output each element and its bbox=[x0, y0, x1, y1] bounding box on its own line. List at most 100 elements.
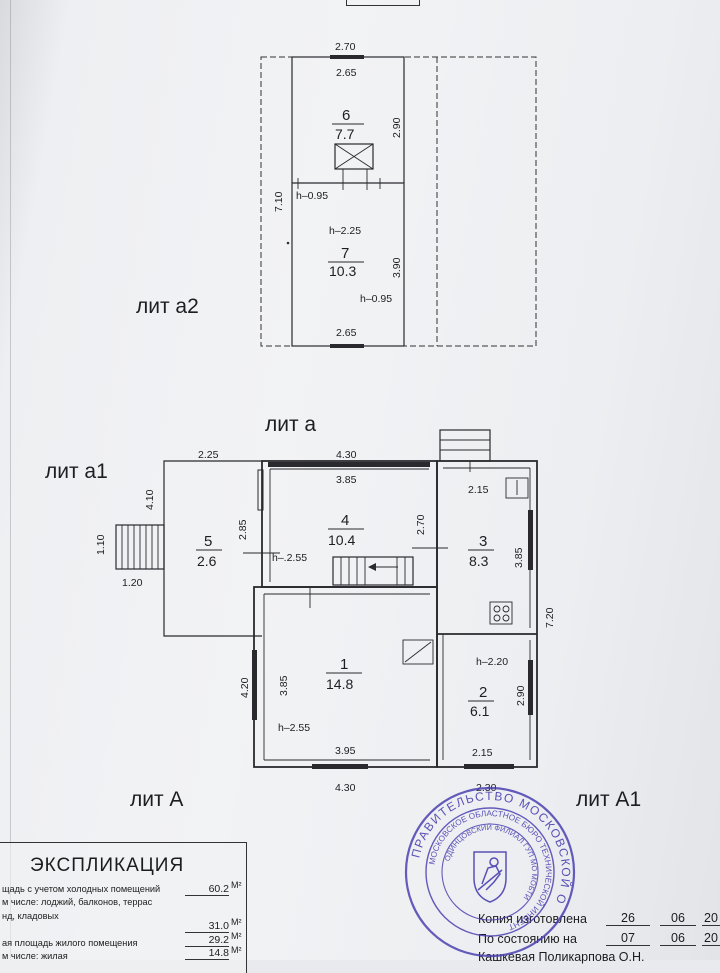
dim-room3-top: 2.15 bbox=[468, 484, 489, 496]
room-5-number: 5 bbox=[204, 533, 212, 550]
porch-steps bbox=[121, 525, 159, 569]
explication-row-5-value: 14.8 bbox=[185, 948, 229, 960]
explication-row-1-unit: М² bbox=[231, 880, 242, 890]
dim-room3-h: 3.85 bbox=[513, 547, 525, 568]
main-building: 2.25 4.10 1.10 1.20 4.30 3.85 2.85 2.70 … bbox=[95, 429, 556, 794]
dim-A-bottom: 4.30 bbox=[335, 782, 356, 794]
copy-made-day: 26 bbox=[606, 912, 650, 926]
room-2-number: 2 bbox=[479, 684, 487, 701]
label-lit-A1: лит А1 bbox=[576, 788, 641, 811]
stair-arrowhead bbox=[368, 563, 376, 571]
hatch-diag-2 bbox=[334, 143, 374, 170]
explication-title: ЭКСПЛИКАЦИЯ bbox=[30, 855, 185, 876]
room-2-area: 6.1 bbox=[470, 703, 490, 719]
dim-room2-h: 2.90 bbox=[515, 685, 527, 706]
page-edge bbox=[10, 0, 11, 960]
dim-a-top-inner: 3.85 bbox=[336, 474, 357, 486]
label-lit-a1: лит а1 bbox=[45, 460, 108, 483]
room-2-window bbox=[528, 660, 533, 715]
stove-burner-1 bbox=[493, 605, 501, 613]
dim-right-total: 7.20 bbox=[544, 607, 556, 628]
dim-a2-bottom-inner: 2.65 bbox=[336, 327, 357, 339]
stove-burner-4 bbox=[502, 614, 510, 622]
stamp-core-text: ОДИНЦОВСКИЙ ФИЛИАЛ ГУП МО МОБТИ bbox=[443, 823, 540, 902]
dim-room1-bottom: 3.95 bbox=[335, 745, 356, 757]
top-frame-tab bbox=[346, 0, 420, 6]
copy-made-month: 06 bbox=[660, 912, 696, 926]
dim-room1-h: 3.85 bbox=[278, 675, 290, 696]
a2-window-top bbox=[330, 55, 364, 59]
official-stamp: ПРАВИТЕЛЬСТВО МОСКОВСКОЙ О МОСКОВСКОЕ ОБ… bbox=[404, 786, 576, 958]
dim-porch-left: 1.10 bbox=[95, 534, 107, 555]
dim-a1-top: 2.25 bbox=[198, 449, 219, 461]
label-lit-a2: лит а2 bbox=[136, 295, 199, 318]
explication-row-3-label: нд, кладовых bbox=[2, 911, 59, 921]
state-as-of-day: 07 bbox=[606, 932, 650, 946]
room-6-number: 6 bbox=[342, 107, 350, 124]
stove-burner-2 bbox=[502, 605, 510, 613]
room-1-window-bottom bbox=[312, 764, 368, 769]
back-steps bbox=[439, 429, 491, 462]
height-mark-2: h–2.25 bbox=[329, 225, 361, 237]
explication-table bbox=[0, 842, 247, 973]
explication-row-1-label: щадь с учетом холодных помещений bbox=[2, 884, 161, 894]
a1-door bbox=[257, 469, 264, 511]
height-mark-3: h–0.95 bbox=[360, 293, 392, 305]
lit-a-window-top bbox=[268, 462, 430, 467]
room-2-window-bottom bbox=[464, 764, 514, 769]
state-as-of-month: 06 bbox=[660, 932, 696, 946]
stove bbox=[489, 601, 513, 625]
a2-window-bottom bbox=[330, 344, 364, 348]
state-as-of-year: 20 bbox=[702, 932, 720, 946]
explication-row-5-label: м числе: жилая bbox=[2, 951, 68, 961]
dim-a2-left: 7.10 bbox=[273, 191, 285, 212]
dot-mark bbox=[286, 241, 290, 245]
interior-steps bbox=[340, 557, 406, 585]
coat-of-arms-icon bbox=[473, 851, 507, 903]
dim-a2-top-inner: 2.65 bbox=[336, 67, 357, 79]
explication-row-4-label: ая площадь жилого помещения bbox=[2, 938, 138, 948]
dim-A-left: 4.20 bbox=[239, 677, 251, 698]
room-1-number: 1 bbox=[340, 656, 348, 673]
room-3-window bbox=[528, 510, 533, 570]
explication-row-2-label: м числе: лоджий, балконов, террас bbox=[2, 897, 153, 907]
dim-a-top-outer: 4.30 bbox=[336, 449, 357, 461]
lit-a2-block: 2.70 2.65 2.65 7.10 2.90 3.90 h–0.95 h–2… bbox=[260, 41, 537, 348]
height-room4: h–.2.55 bbox=[272, 552, 307, 564]
height-mark-1: h–0.95 bbox=[296, 190, 328, 202]
interior-stairs bbox=[332, 556, 414, 586]
explication-row-4-value: 29.2 bbox=[185, 935, 229, 947]
state-as-of-label: По состоянию на bbox=[478, 932, 577, 946]
room-6-area: 7.7 bbox=[335, 126, 355, 142]
svg-text:ОДИНЦОВСКИЙ ФИЛИАЛ ГУП МО МОБТ: ОДИНЦОВСКИЙ ФИЛИАЛ ГУП МО МОБТИ bbox=[443, 823, 540, 902]
height-room1: h–2.55 bbox=[278, 722, 310, 734]
room-7-area: 10.3 bbox=[329, 263, 356, 279]
boiler-diag bbox=[404, 641, 432, 663]
label-lit-A: лит А bbox=[130, 788, 183, 811]
explication-row-1-value: 60.2 bbox=[185, 884, 229, 896]
dim-porch-bottom: 1.20 bbox=[122, 577, 143, 589]
dim-a2-room7: 3.90 bbox=[391, 257, 403, 278]
room-3-number: 3 bbox=[479, 533, 487, 550]
explication-row-4-unit: М² bbox=[231, 931, 242, 941]
a1-veranda-outline bbox=[163, 460, 262, 637]
stamp-graphic: ПРАВИТЕЛЬСТВО МОСКОВСКОЙ О МОСКОВСКОЕ ОБ… bbox=[404, 786, 576, 958]
dim-room5-h: 2.85 bbox=[237, 519, 249, 540]
room-3-area: 8.3 bbox=[469, 553, 489, 569]
dim-a2-top-outer: 2.70 bbox=[335, 41, 356, 53]
height-room2: h–2.20 bbox=[476, 656, 508, 668]
room-4-number: 4 bbox=[341, 512, 349, 529]
dim-a1-left: 4.10 bbox=[144, 489, 156, 510]
dim-room2-top: 2.15 bbox=[472, 747, 493, 759]
boiler bbox=[402, 639, 434, 665]
copy-made-year: 20 bbox=[702, 912, 720, 926]
label-lit-a: лит а bbox=[265, 413, 316, 436]
room-5-area: 2.6 bbox=[197, 553, 217, 569]
explication-row-3-value: 31.0 bbox=[185, 921, 229, 933]
roof-hatch bbox=[334, 143, 374, 170]
explication-row-5-unit: М² bbox=[231, 945, 242, 955]
explication-row-3-unit: М² bbox=[231, 917, 242, 927]
dim-a2-room6: 2.90 bbox=[391, 117, 403, 138]
stove-burner-3 bbox=[493, 614, 501, 622]
